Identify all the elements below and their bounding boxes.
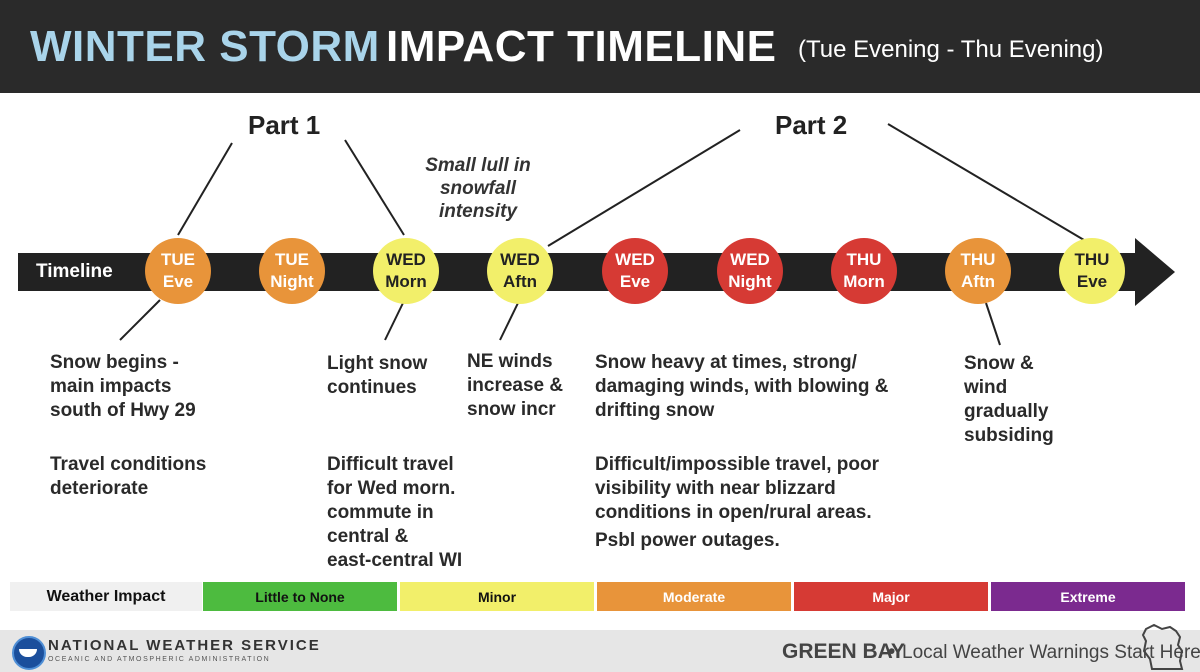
part2-line-right bbox=[887, 123, 1085, 241]
pointer-wed-morn bbox=[384, 302, 404, 341]
desc-line: Snow & bbox=[964, 353, 1034, 374]
timeline-period-circle: WED Aftn bbox=[487, 238, 553, 304]
desc-line: snow incr bbox=[467, 399, 556, 420]
lull-note-line: Small lull in bbox=[425, 155, 531, 176]
desc-line: Difficult/impossible travel, poor bbox=[595, 454, 879, 475]
part1-line-left bbox=[177, 142, 233, 236]
footer-separator: • bbox=[888, 640, 896, 663]
desc-line: wind bbox=[964, 377, 1008, 398]
period-day: THU bbox=[846, 250, 882, 269]
timeline-period-circle: THU Morn bbox=[831, 238, 897, 304]
desc-line: Psbl power outages. bbox=[595, 530, 780, 551]
desc-line: continues bbox=[327, 377, 417, 398]
desc-line: gradually bbox=[964, 401, 1049, 422]
desc-wed-morn-1: Light snow continues bbox=[327, 352, 427, 400]
desc-line: conditions in open/rural areas. bbox=[595, 502, 872, 523]
desc-line: NE winds bbox=[467, 351, 553, 372]
desc-line: increase & bbox=[467, 375, 564, 396]
period-time: Night bbox=[270, 272, 314, 291]
desc-line: Difficult travel bbox=[327, 454, 454, 475]
desc-wed-eve-2: Difficult/impossible travel, poor visibi… bbox=[595, 453, 879, 525]
desc-line: drifting snow bbox=[595, 400, 715, 421]
legend-level: Little to None bbox=[203, 582, 397, 611]
legend-level: Major bbox=[794, 582, 988, 611]
period-day: THU bbox=[1074, 250, 1110, 269]
legend-label: Weather Impact bbox=[10, 582, 202, 611]
timeline-period-circle: TUE Night bbox=[259, 238, 325, 304]
desc-line: deteriorate bbox=[50, 478, 149, 499]
desc-line: damaging winds, with blowing & bbox=[595, 376, 889, 397]
period-day: THU bbox=[960, 250, 996, 269]
period-time: Morn bbox=[385, 272, 427, 291]
desc-wed-aftn: NE winds increase & snow incr bbox=[467, 350, 563, 422]
timeline-period-circle: THU Eve bbox=[1059, 238, 1125, 304]
part2-label: Part 2 bbox=[775, 110, 848, 140]
period-time: Night bbox=[728, 272, 772, 291]
title-impact-timeline: IMPACT TIMELINE bbox=[386, 22, 777, 71]
desc-line: subsiding bbox=[964, 425, 1054, 446]
desc-line: main impacts bbox=[50, 376, 172, 397]
title-subtitle: (Tue Evening - Thu Evening) bbox=[798, 36, 1104, 63]
desc-wed-morn-2: Difficult travel for Wed morn. commute i… bbox=[327, 453, 462, 573]
desc-tue-2: Travel conditions deteriorate bbox=[50, 453, 206, 501]
period-day: WED bbox=[730, 250, 770, 269]
desc-line: south of Hwy 29 bbox=[50, 400, 196, 421]
desc-line: for Wed morn. bbox=[327, 478, 456, 499]
period-time: Aftn bbox=[503, 272, 537, 291]
period-time: Eve bbox=[162, 272, 194, 291]
period-day: TUE bbox=[161, 250, 195, 269]
period-time: Aftn bbox=[961, 272, 995, 291]
timeline-period-circle: WED Night bbox=[717, 238, 783, 304]
desc-tue-1: Snow begins - main impacts south of Hwy … bbox=[50, 351, 196, 423]
agency-name: NATIONAL WEATHER SERVICE bbox=[48, 637, 321, 654]
period-day: WED bbox=[615, 250, 655, 269]
period-day: WED bbox=[500, 250, 540, 269]
legend-level: Minor bbox=[400, 582, 594, 611]
agency-subtitle: OCEANIC AND ATMOSPHERIC ADMINISTRATION bbox=[48, 656, 271, 663]
desc-wed-eve-1: Snow heavy at times, strong/ damaging wi… bbox=[595, 351, 888, 423]
period-day: TUE bbox=[275, 250, 309, 269]
period-time: Morn bbox=[843, 272, 885, 291]
timeline-label: Timeline bbox=[36, 261, 113, 282]
lull-note-line: snowfall bbox=[439, 178, 516, 199]
desc-line: visibility with near blizzard bbox=[595, 478, 836, 499]
part1-label: Part 1 bbox=[248, 110, 321, 140]
timeline-arrow-icon bbox=[1135, 238, 1175, 306]
period-time: Eve bbox=[619, 272, 651, 291]
lull-note: Small lull in snowfall intensity bbox=[408, 154, 548, 223]
pointer-tue-eve bbox=[119, 299, 161, 341]
legend-level: Extreme bbox=[991, 582, 1185, 611]
legend-level: Moderate bbox=[597, 582, 791, 611]
pointer-wed-aftn bbox=[499, 302, 519, 341]
title-winter-storm: WINTER STORM bbox=[30, 22, 380, 71]
desc-line: Snow heavy at times, strong/ bbox=[595, 352, 857, 373]
office-name: GREEN BAY bbox=[782, 640, 905, 663]
wisconsin-outline-icon bbox=[1141, 623, 1184, 670]
noaa-logo-wave bbox=[19, 649, 37, 657]
timeline-period-circle: WED Eve bbox=[602, 238, 668, 304]
connector-lines bbox=[119, 123, 1085, 346]
desc-line: commute in bbox=[327, 502, 434, 523]
desc-line: Snow begins - bbox=[50, 352, 179, 373]
desc-thu-aftn: Snow & wind gradually subsiding bbox=[964, 352, 1054, 448]
part2-line-left bbox=[547, 129, 741, 247]
header-banner bbox=[0, 0, 1200, 93]
desc-line: central & bbox=[327, 526, 409, 547]
desc-line: east-central WI bbox=[327, 550, 463, 571]
desc-line: Travel conditions bbox=[50, 454, 207, 475]
part1-line-right bbox=[344, 139, 405, 236]
timeline-period-circle: WED Morn bbox=[373, 238, 439, 304]
pointer-thu-aftn bbox=[985, 302, 1001, 346]
period-day: WED bbox=[386, 250, 426, 269]
desc-wed-eve-3: Psbl power outages. bbox=[595, 529, 780, 553]
period-time: Eve bbox=[1076, 272, 1108, 291]
desc-line: Light snow bbox=[327, 353, 428, 374]
footer-tagline: Local Weather Warnings Start Here bbox=[902, 642, 1200, 663]
footer-bar bbox=[0, 630, 1200, 672]
timeline-period-circle: THU Aftn bbox=[945, 238, 1011, 304]
timeline-period-circle: TUE Eve bbox=[145, 238, 211, 304]
lull-note-line: intensity bbox=[438, 201, 518, 222]
